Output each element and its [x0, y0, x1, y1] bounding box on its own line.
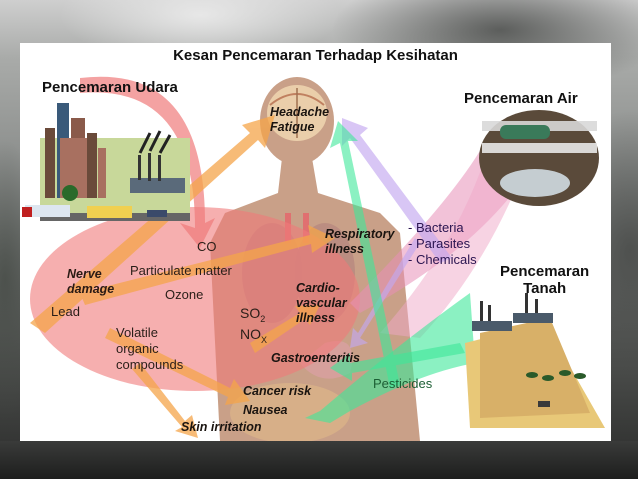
farmland-illustration — [465, 293, 605, 428]
water-pollution-photo — [479, 110, 599, 206]
effect-cardiovascular: Cardio- vascular illness — [296, 281, 347, 326]
effect-respiratory: Respiratory illness — [325, 227, 394, 257]
nerve-line2: damage — [67, 282, 115, 296]
nerve-line1: Nerve — [67, 267, 102, 281]
pollutant-particulate-matter: Particulate matter — [130, 263, 232, 278]
water-pollution-heading: Pencemaran Air — [464, 90, 578, 107]
soil-heading-line1: Pencemaran — [500, 263, 590, 280]
city-illustration — [22, 103, 190, 221]
water-pollutant-chemicals: - Chemicals — [408, 252, 477, 267]
water-effect-arrows — [342, 118, 452, 348]
pollutant-co: CO — [197, 239, 217, 254]
effect-skin-irritation: Skin irritation — [181, 420, 262, 434]
effect-cancer-risk: Cancer risk — [243, 384, 312, 398]
voc-line2: organic — [116, 341, 159, 356]
diagram-title: Kesan Pencemaran Terhadap Kesihatan — [173, 47, 458, 64]
cardio-line1: Cardio- — [296, 281, 340, 295]
so2: SO2 — [240, 305, 266, 324]
air-pollution-heading: Pencemaran Udara — [42, 79, 178, 96]
respiratory-line2: illness — [325, 242, 364, 256]
effect-fatigue: Fatigue — [270, 120, 315, 134]
diagram-panel: Kesan Pencemaran Terhadap Kesihatan Penc… — [20, 43, 611, 441]
effect-headache: Headache — [270, 105, 330, 119]
effect-headache-fatigue: Headache Fatigue — [270, 105, 329, 135]
cardio-line2: vascular — [296, 296, 347, 310]
pollutant-lead: Lead — [51, 304, 80, 319]
pollutant-ozone: Ozone — [165, 287, 204, 302]
air-effect-arrows — [30, 115, 335, 438]
pollutant-voc: Volatile organic compounds — [116, 325, 183, 373]
voc-line3: compounds — [116, 357, 184, 372]
pollutant-so2-nox: SO2 NOX — [240, 306, 267, 348]
air-source-arrow — [80, 76, 215, 248]
water-pollutant-bacteria: - Bacteria — [408, 220, 464, 235]
water-pollutant-parasites: - Parasites — [408, 236, 471, 251]
soil-effect-arrows — [330, 121, 465, 388]
voc-line1: Volatile — [116, 325, 158, 340]
cardio-line3: illness — [296, 311, 335, 325]
effect-nausea: Nausea — [243, 403, 288, 417]
effect-gastroenteritis: Gastroenteritis — [271, 351, 360, 365]
soil-pollutant-pesticides: Pesticides — [373, 376, 433, 391]
respiratory-line1: Respiratory — [325, 227, 395, 241]
diagram-graphics — [22, 76, 605, 441]
effect-nerve-damage: Nerve damage — [67, 267, 114, 297]
soil-pollution-heading: Pencemaran Tanah — [500, 263, 589, 297]
road-background — [0, 441, 638, 479]
soil-heading-line2: Tanah — [523, 280, 567, 297]
nox: NOX — [240, 325, 268, 345]
water-pollutant-list: - Bacteria - Parasites - Chemicals — [408, 220, 477, 268]
